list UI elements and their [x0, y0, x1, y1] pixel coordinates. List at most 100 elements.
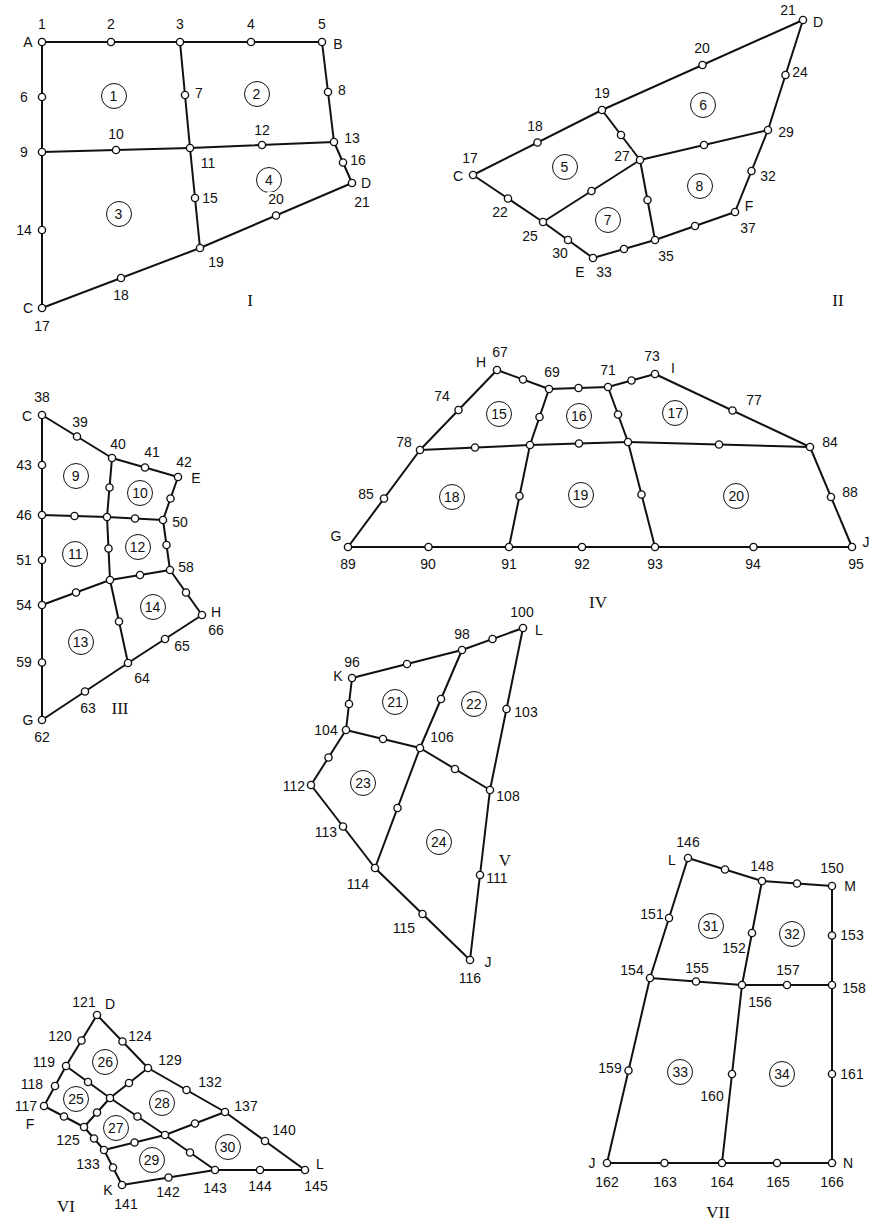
- element-circle: 24: [426, 829, 452, 855]
- mesh-node-dot: [828, 932, 835, 939]
- mesh-node-dot: [437, 695, 444, 702]
- node-number: 114: [346, 877, 370, 891]
- node-number: 77: [745, 393, 763, 407]
- mesh-edge: [655, 212, 735, 240]
- node-number: 157: [775, 963, 800, 977]
- mesh-node-dot: [141, 464, 148, 471]
- node-number: K: [102, 1183, 113, 1197]
- node-number: 137: [233, 1099, 258, 1113]
- mesh-node-dot: [564, 236, 571, 243]
- node-number: 17: [33, 319, 51, 333]
- node-number: 151: [639, 907, 664, 921]
- mesh-node-dot: [403, 660, 410, 667]
- element-number: 5: [561, 160, 569, 174]
- element-circle: 30: [215, 1134, 241, 1160]
- mesh-node-dot: [691, 222, 698, 229]
- mesh-node-dot: [161, 635, 168, 642]
- mesh-node-dot: [115, 618, 122, 625]
- node-number: 159: [597, 1061, 622, 1075]
- mesh-edge: [640, 160, 655, 240]
- mesh-node-dot: [107, 38, 114, 45]
- node-number: 17: [461, 151, 479, 165]
- node-number: 35: [657, 249, 675, 263]
- node-number: 152: [721, 941, 746, 955]
- node-number: 163: [652, 1175, 677, 1189]
- node-number: 119: [32, 1055, 56, 1069]
- element-number: 29: [144, 1153, 160, 1167]
- mesh-edge: [420, 748, 490, 790]
- mesh-node-dot: [221, 1108, 228, 1115]
- mesh-node-dot: [165, 1174, 172, 1181]
- mesh-node-dot: [38, 716, 45, 723]
- node-number: 78: [395, 435, 413, 449]
- mesh-node-dot: [603, 1159, 610, 1166]
- mesh-node-dot: [196, 244, 203, 251]
- node-number: 90: [419, 557, 437, 571]
- mesh-node-dot: [471, 444, 478, 451]
- element-number: 31: [703, 919, 719, 933]
- node-number: 162: [594, 1175, 619, 1189]
- element-number: 28: [154, 1096, 170, 1110]
- element-circle: 2: [244, 81, 270, 107]
- mesh-node-dot: [828, 882, 835, 889]
- mesh-node-dot: [60, 1113, 67, 1120]
- element-circle: 3: [106, 201, 132, 227]
- node-number: 64: [133, 671, 151, 685]
- element-number: 7: [604, 213, 612, 227]
- node-number: 25: [521, 229, 539, 243]
- node-number: 38: [33, 390, 51, 404]
- node-number: 129: [157, 1053, 182, 1067]
- mesh-node-dot: [112, 146, 119, 153]
- mesh-edge: [311, 785, 375, 868]
- panel-numeral: II: [831, 292, 844, 309]
- mesh-node-dot: [651, 543, 658, 550]
- mesh-node-dot: [106, 1094, 113, 1101]
- node-number: 160: [699, 1089, 724, 1103]
- mesh-edge: [122, 1170, 215, 1185]
- mesh-node-dot: [848, 543, 855, 550]
- node-number: 155: [684, 961, 709, 975]
- mesh-node-dot: [604, 383, 611, 390]
- node-number: 66: [207, 623, 225, 637]
- element-number: 18: [444, 490, 460, 504]
- node-number: K: [332, 669, 343, 683]
- mesh-node-dot: [167, 495, 174, 502]
- node-number: I: [670, 361, 676, 375]
- mesh-edge: [42, 580, 110, 605]
- mesh-edge: [346, 730, 420, 748]
- mesh-edge: [462, 628, 523, 650]
- node-number: 5: [317, 17, 327, 31]
- mesh-edge: [163, 477, 178, 520]
- node-number: 150: [819, 861, 844, 875]
- mesh-edge: [110, 1068, 148, 1098]
- mesh-node-dot: [534, 139, 541, 146]
- mesh-node-dot: [161, 1131, 168, 1138]
- element-number: 19: [573, 488, 589, 502]
- node-number: C: [22, 301, 34, 315]
- node-number: 133: [75, 1157, 100, 1171]
- mesh-edge: [608, 387, 628, 442]
- mesh-node-dot: [272, 212, 279, 219]
- mesh-node-dot: [519, 624, 526, 631]
- mesh-node-dot: [119, 1038, 126, 1045]
- element-circle: 33: [667, 1059, 693, 1085]
- element-number: 17: [667, 406, 683, 420]
- mesh-node-dot: [476, 871, 483, 878]
- element-circle: 26: [92, 1049, 118, 1075]
- mesh-edge: [110, 570, 170, 580]
- element-circle: 32: [779, 921, 805, 947]
- node-number: 115: [392, 921, 416, 935]
- mesh-node-dot: [348, 179, 355, 186]
- mesh-edge: [165, 1112, 225, 1135]
- mesh-node-dot: [38, 93, 45, 100]
- mesh-node-dot: [764, 126, 771, 133]
- mesh-node-dot: [182, 589, 189, 596]
- mesh-node-dot: [144, 1064, 151, 1071]
- mesh-node-dot: [38, 601, 45, 608]
- mesh-node-dot: [371, 864, 378, 871]
- node-number: 33: [595, 265, 613, 279]
- mesh-node-dot: [598, 106, 605, 113]
- mesh-node-dot: [773, 1159, 780, 1166]
- node-number: 65: [173, 639, 191, 653]
- node-number: 19: [593, 86, 611, 100]
